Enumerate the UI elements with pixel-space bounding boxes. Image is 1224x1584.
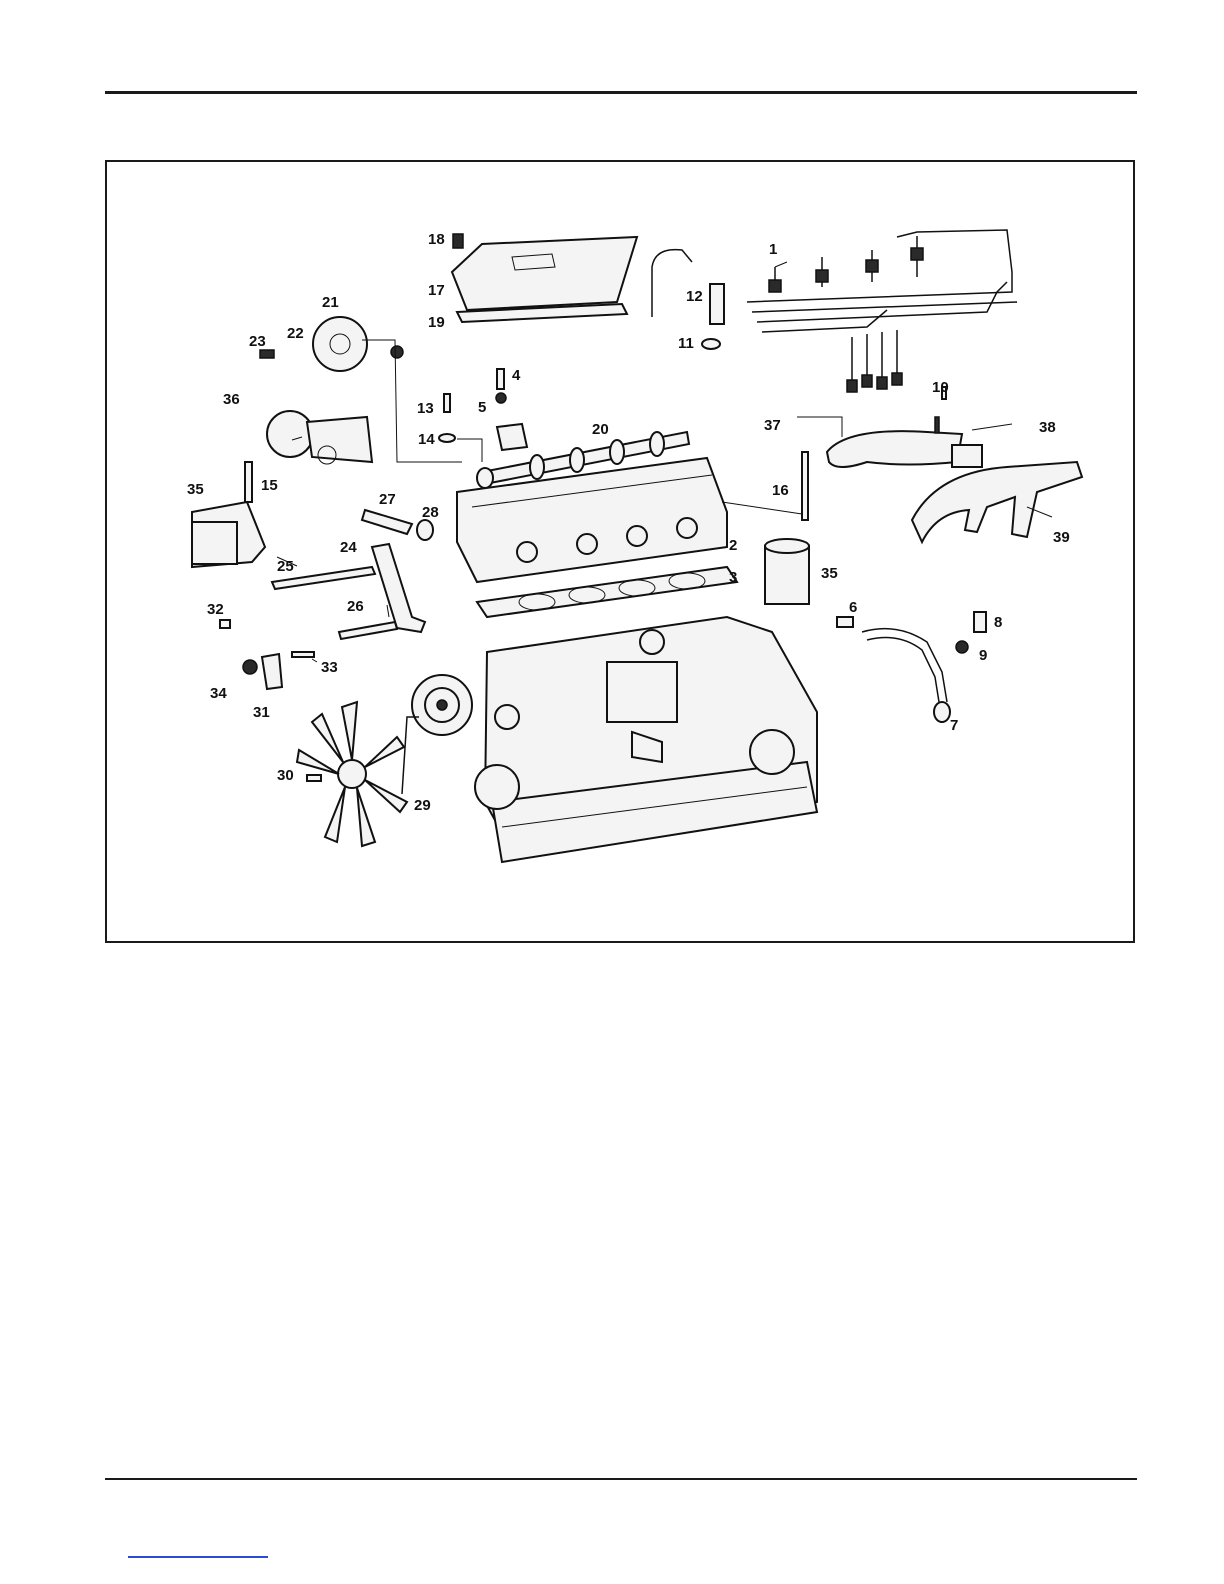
breather-hose — [652, 250, 692, 317]
callout-5: 5 — [478, 399, 486, 416]
callout-15: 15 — [261, 477, 278, 494]
glow-plug — [702, 284, 724, 349]
callout-24: 24 — [340, 539, 357, 556]
callout-33: 33 — [321, 659, 338, 676]
callout-7: 7 — [950, 717, 958, 734]
callout-36: 36 — [223, 391, 240, 408]
oil-filter-right — [765, 539, 809, 604]
engine-block — [475, 617, 817, 862]
crank-pulley — [402, 675, 472, 794]
footer-link-underline[interactable] — [128, 1556, 268, 1558]
callout-10: 10 — [932, 379, 949, 396]
exploded-engine-diagram: 1 2 3 4 5 6 7 8 9 10 11 12 13 14 15 16 1… — [105, 160, 1135, 943]
callout-21: 21 — [322, 294, 339, 311]
oil-filter-housing — [192, 502, 265, 567]
callout-38: 38 — [1039, 419, 1056, 436]
callout-28: 28 — [422, 504, 439, 521]
callout-35-right: 35 — [821, 565, 838, 582]
callout-3: 3 — [729, 569, 737, 586]
callout-23: 23 — [249, 333, 266, 350]
callout-6: 6 — [849, 599, 857, 616]
callout-13: 13 — [417, 400, 434, 417]
callout-32: 32 — [207, 601, 224, 618]
header-rule — [105, 91, 1137, 94]
callout-25: 25 — [277, 558, 294, 575]
cooling-fan — [297, 702, 407, 846]
callout-16: 16 — [772, 482, 789, 499]
callout-2: 2 — [729, 537, 737, 554]
callout-8: 8 — [994, 614, 1002, 631]
callout-19: 19 — [428, 314, 445, 331]
callout-34: 34 — [210, 685, 227, 702]
callout-26: 26 — [347, 598, 364, 615]
callout-18: 18 — [428, 231, 445, 248]
callout-11: 11 — [678, 335, 694, 352]
valve-cover — [452, 234, 637, 322]
injection-lines — [747, 230, 1017, 392]
footer-rule — [105, 1478, 1137, 1480]
callout-39: 39 — [1053, 529, 1070, 546]
engine-illustration: 1 2 3 4 5 6 7 8 9 10 11 12 13 14 15 16 1… — [107, 162, 1133, 941]
callout-35-left: 35 — [187, 481, 204, 498]
turbocharger — [267, 411, 372, 464]
callout-9: 9 — [979, 647, 987, 664]
fasteners-lower — [220, 620, 314, 689]
callout-14: 14 — [418, 431, 435, 448]
coolant-pipes — [272, 510, 433, 639]
camshaft-sprocket — [260, 317, 403, 371]
callout-22: 22 — [287, 325, 304, 342]
callout-30: 30 — [277, 767, 294, 784]
callout-12: 12 — [686, 288, 703, 305]
callout-4: 4 — [512, 367, 521, 384]
callout-17: 17 — [428, 282, 445, 299]
callout-1: 1 — [769, 241, 777, 258]
callout-37: 37 — [764, 417, 781, 434]
callout-29: 29 — [414, 797, 431, 814]
callout-20: 20 — [592, 421, 609, 438]
callout-31: 31 — [253, 704, 270, 721]
callout-27: 27 — [379, 491, 396, 508]
